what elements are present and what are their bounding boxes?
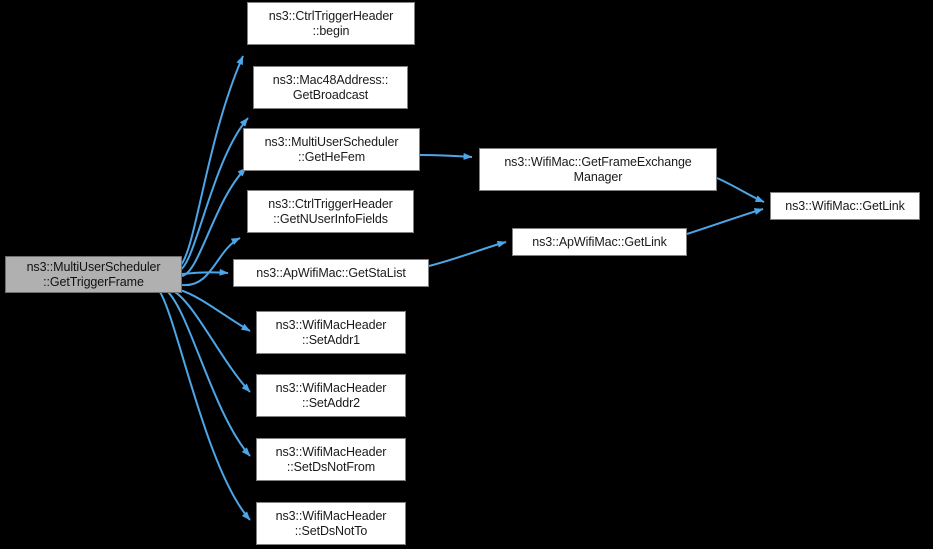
node-apwifimac-getstalist[interactable]: ns3::ApWifiMac::GetStaList — [233, 259, 429, 287]
call-edge — [419, 152, 473, 160]
node-multiuserscheduler-gethefem[interactable]: ns3::MultiUserScheduler ::GetHeFem — [243, 128, 420, 171]
node-ctrltriggerheader-getnuserinfofields[interactable]: ns3::CtrlTriggerHeader ::GetNUserInfoFie… — [247, 190, 414, 233]
node-root-get-trigger-frame[interactable]: ns3::MultiUserScheduler ::GetTriggerFram… — [5, 256, 182, 293]
call-edge — [686, 208, 764, 235]
node-wifimacheader-setaddr1[interactable]: ns3::WifiMacHeader ::SetAddr1 — [256, 311, 406, 354]
call-edge — [181, 268, 229, 276]
call-edge — [167, 291, 251, 457]
call-edge — [181, 237, 241, 287]
node-wifimacheader-setaddr2[interactable]: ns3::WifiMacHeader ::SetAddr2 — [256, 374, 406, 417]
node-wifimacheader-setdsnotto[interactable]: ns3::WifiMacHeader ::SetDsNotTo — [256, 502, 406, 545]
call-edge — [428, 240, 507, 267]
call-edge — [159, 291, 251, 521]
call-edge — [716, 177, 765, 203]
node-apwifimac-getlink[interactable]: ns3::ApWifiMac::GetLink — [512, 228, 687, 256]
node-wifimac-getframeexchangemanager[interactable]: ns3::WifiMac::GetFrameExchange Manager — [479, 148, 717, 191]
call-edge — [174, 291, 251, 393]
call-edge — [179, 55, 244, 267]
node-wifimacheader-setdsnotfrom[interactable]: ns3::WifiMacHeader ::SetDsNotFrom — [256, 438, 406, 481]
node-wifimac-getlink[interactable]: ns3::WifiMac::GetLink — [770, 192, 920, 220]
call-edge — [179, 117, 249, 271]
call-edge — [179, 289, 251, 332]
node-ctrltriggerheader-begin[interactable]: ns3::CtrlTriggerHeader ::begin — [247, 2, 415, 45]
node-mac48address-getbroadcast[interactable]: ns3::Mac48Address:: GetBroadcast — [253, 66, 408, 109]
